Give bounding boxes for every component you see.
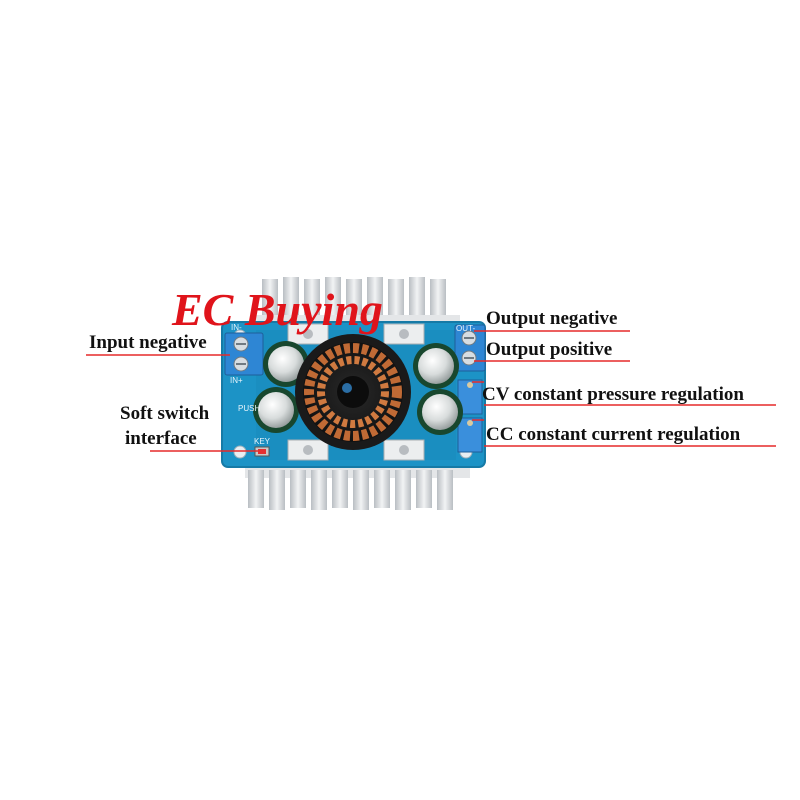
brand-text: EC Buying — [172, 284, 383, 335]
silk-in-plus: IN+ — [230, 376, 243, 385]
label-input-negative: Input negative — [89, 332, 207, 353]
leader-lines — [86, 330, 776, 452]
label-soft-switch-line2: interface — [125, 428, 197, 449]
silk-key: KEY — [254, 437, 271, 446]
label-cc-regulation: CC constant current regulation — [486, 424, 741, 445]
output-terminal-block — [454, 324, 486, 372]
label-soft-switch-line1: Soft switch — [120, 403, 210, 424]
label-output-negative: Output negative — [486, 308, 618, 329]
clamp-plates — [287, 323, 425, 461]
silk-push: PUSH — [238, 404, 260, 413]
toroid-inductor — [295, 334, 411, 450]
silk-out-minus: OUT- — [456, 324, 475, 333]
input-terminal-block — [224, 332, 264, 376]
brand-logo: EC Buying — [172, 287, 383, 333]
capacitors — [253, 341, 463, 435]
label-output-positive: Output positive — [486, 339, 613, 360]
silk-in-minus: IN- — [231, 323, 242, 332]
label-cv-regulation: CV constant pressure regulation — [482, 384, 744, 405]
